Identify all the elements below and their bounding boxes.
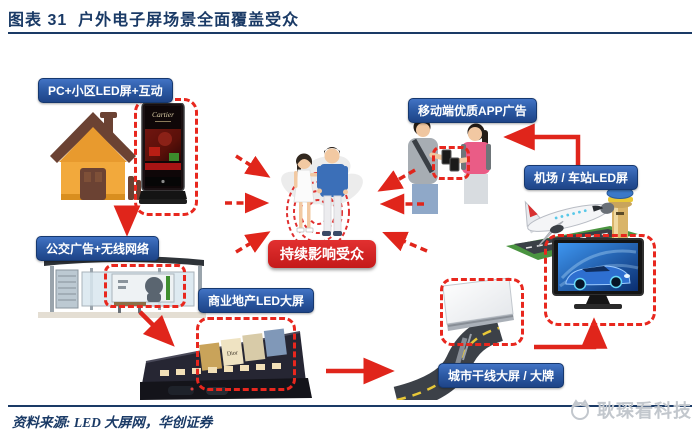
car-screen-highlight-box <box>544 234 656 326</box>
node-pc-community: PC+小区LED屏+互动 <box>38 78 173 103</box>
watermark-text: 耿琛看科技 <box>597 401 692 421</box>
phone-man-figure <box>408 118 452 214</box>
phone-woman-figure <box>449 123 491 204</box>
phones-highlight-box <box>432 146 470 180</box>
highway-billboard-illustration <box>393 277 514 400</box>
watermark: 耿琛看科技 <box>569 397 692 423</box>
audience-couple-illustration <box>281 147 363 250</box>
dashed-arrow-left-top <box>235 154 271 178</box>
mall-sign-text: Dior <box>227 350 239 357</box>
dashed-arrow-left-bottom <box>235 231 271 254</box>
billboard-icon <box>442 277 514 331</box>
dashed-arrow-right-bottom <box>382 231 428 253</box>
node-bus-wifi: 公交广告+无线网络 <box>36 236 160 261</box>
center-audience-label: 持续影响受众 <box>268 240 376 268</box>
man-figure <box>317 147 348 236</box>
mall-screens-highlight-box <box>196 317 296 391</box>
kiosk-highlight-box <box>134 98 198 216</box>
node-city-trunk: 城市干线大屏 / 大牌 <box>438 363 565 388</box>
kiosk-brand-text: Cartier <box>152 110 174 119</box>
phone-users-illustration <box>408 118 491 214</box>
node-commercial-led: 商业地产LED大屏 <box>198 288 315 313</box>
footer-rule <box>8 405 692 407</box>
title-rule <box>8 32 692 34</box>
figure-title: 图表 31 户外电子屏场景全面覆盖受众 <box>8 12 300 29</box>
arrow-highway-to-carscreen <box>534 317 608 350</box>
node-mobile-app: 移动端优质APP广告 <box>408 98 537 123</box>
arrow-airport-to-phones <box>503 123 581 166</box>
bus-ad-highlight-box <box>104 264 186 308</box>
node-airport-station: 机场 / 车站LED屏 <box>524 165 639 190</box>
house-icon <box>50 112 141 200</box>
source-note: 资料来源: LED 大屏网，华创证券 <box>12 415 213 430</box>
watermark-logo-icon <box>571 399 590 420</box>
airplane-icon <box>524 200 615 247</box>
mall-led-screens: Dior <box>199 328 287 371</box>
community-led-kiosk: Cartier <box>139 103 187 204</box>
car-led-screen <box>552 238 644 309</box>
billboard-highlight-box <box>440 278 524 346</box>
